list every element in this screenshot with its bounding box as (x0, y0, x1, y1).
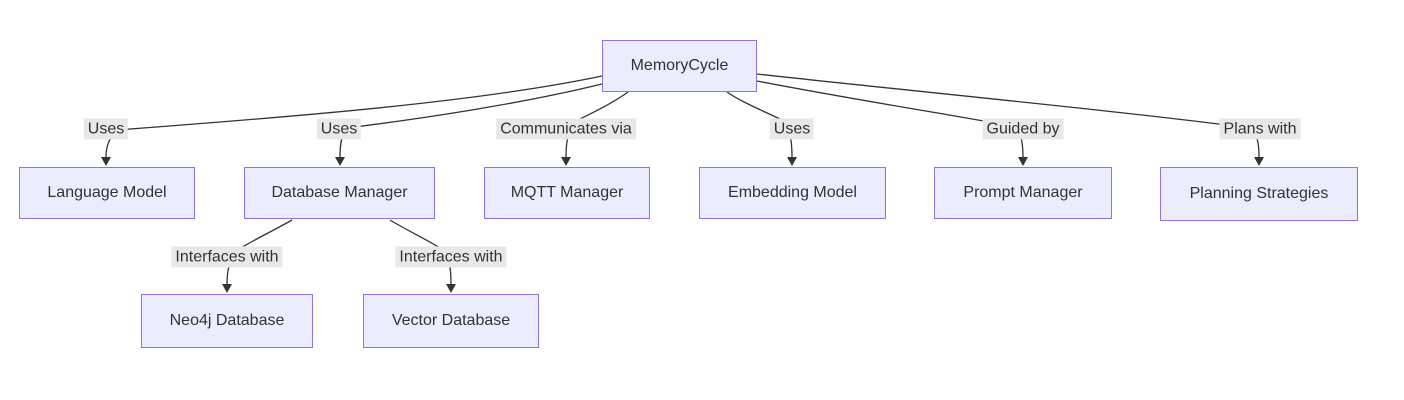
edge-label-uses-embedding-model: Uses (769, 118, 815, 140)
node-database-manager: Database Manager (244, 167, 435, 219)
edge-memorycycle-database-manager (339, 83, 603, 158)
node-memorycycle: MemoryCycle (602, 40, 757, 92)
node-embedding-model: Embedding Model (699, 167, 886, 219)
node-language-model-label: Language Model (47, 184, 167, 202)
node-vector-database-label: Vector Database (391, 312, 511, 330)
node-memorycycle-label: MemoryCycle (630, 57, 729, 75)
node-embedding-model-label: Embedding Model (728, 184, 857, 202)
node-planning-strategies-label: Planning Strategies (1189, 185, 1329, 203)
arrowhead-icon (787, 157, 797, 166)
node-prompt-manager-label: Prompt Manager (963, 184, 1083, 202)
arrowhead-icon (1254, 157, 1264, 166)
edge-label-guided-by: Guided by (982, 118, 1064, 140)
edge-memorycycle-planning-strategies (756, 73, 1260, 158)
edge-label-plans-with: Plans with (1219, 118, 1301, 140)
edge-label-interfaces-with-vector: Interfaces with (395, 246, 507, 268)
node-neo4j-database: Neo4j Database (141, 294, 313, 348)
node-mqtt-manager: MQTT Manager (484, 167, 650, 219)
arrowhead-icon (335, 157, 345, 166)
edge-memorycycle-language-model (105, 75, 603, 158)
arrowhead-icon (446, 284, 456, 293)
node-database-manager-label: Database Manager (271, 184, 408, 202)
arrowhead-icon (101, 157, 111, 166)
edge-label-interfaces-with-neo4j: Interfaces with (171, 246, 283, 268)
node-mqtt-manager-label: MQTT Manager (510, 184, 624, 202)
edge-memorycycle-prompt-manager (756, 80, 1024, 158)
node-vector-database: Vector Database (363, 294, 539, 348)
arrowhead-icon (222, 284, 232, 293)
arrowhead-icon (1018, 157, 1028, 166)
node-planning-strategies: Planning Strategies (1160, 167, 1358, 221)
node-language-model: Language Model (19, 167, 195, 219)
edge-label-communicates-via: Communicates via (496, 118, 636, 140)
node-prompt-manager: Prompt Manager (934, 167, 1112, 219)
edge-label-uses-database-manager: Uses (316, 118, 362, 140)
edge-label-uses-language-model: Uses (83, 118, 129, 140)
arrowhead-icon (561, 157, 571, 166)
node-neo4j-database-label: Neo4j Database (169, 312, 285, 330)
